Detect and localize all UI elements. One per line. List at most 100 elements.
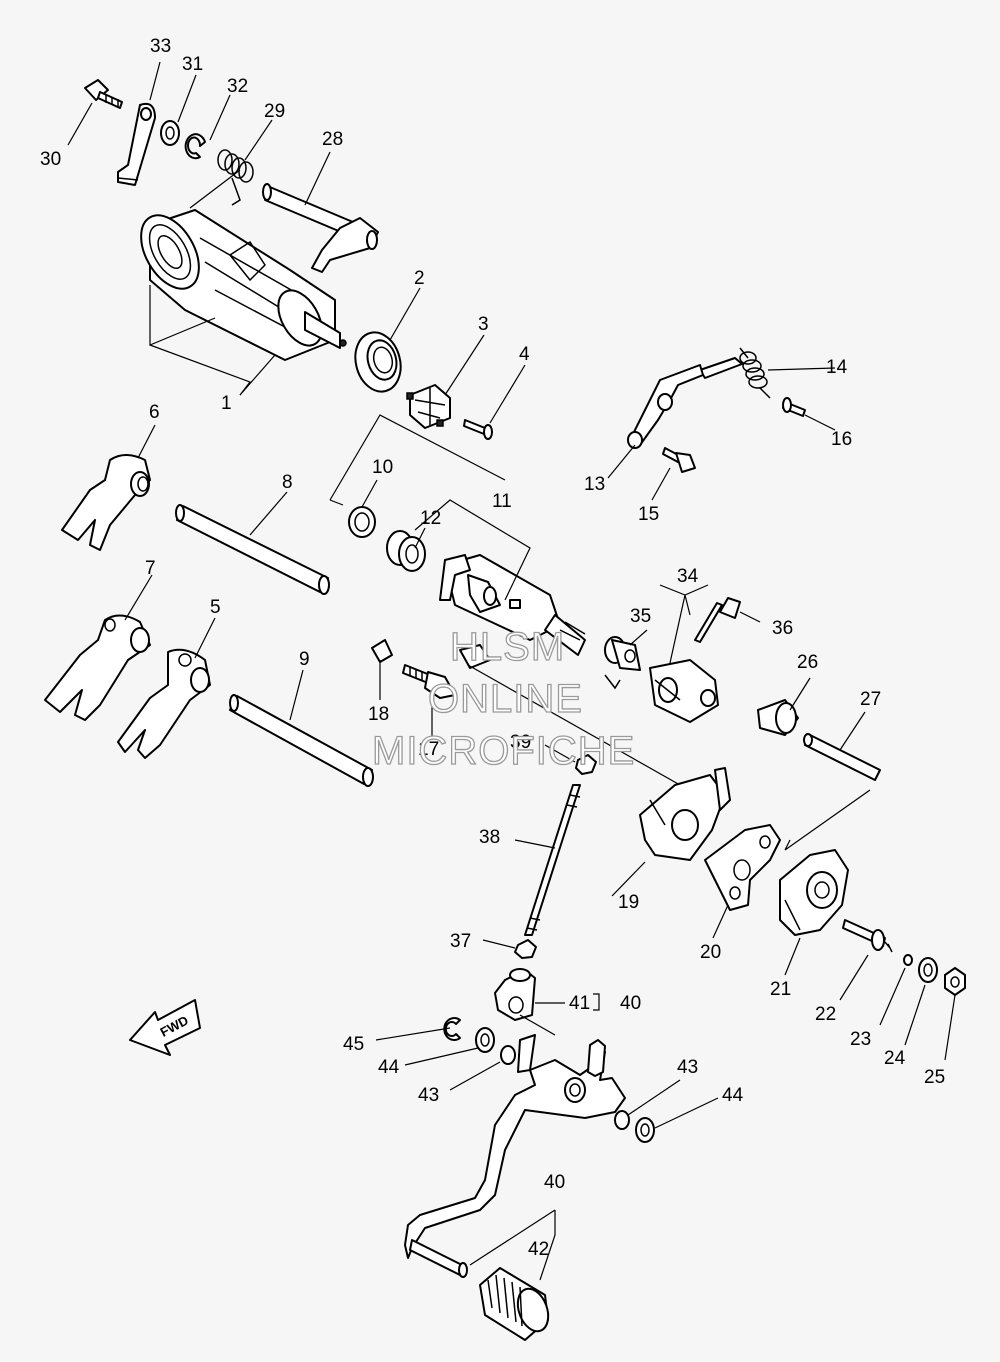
watermark: HLSM ONLINE MICROFICHE	[371, 624, 635, 773]
washer-44b	[635, 1117, 655, 1143]
callout-9: 9	[299, 649, 310, 670]
shift-guide-19	[639, 767, 731, 861]
watermark-line2: ONLINE	[428, 677, 583, 721]
bolt-22	[842, 919, 893, 953]
stopper-21	[779, 849, 849, 936]
shift-pedal-40	[404, 1014, 626, 1278]
callout-5: 5	[210, 597, 221, 618]
bolt-15	[662, 447, 696, 473]
bracket-41-40	[593, 993, 600, 1011]
shift-fork-7	[44, 614, 151, 721]
callout-21: 21	[770, 979, 791, 1000]
washer-44a	[475, 1027, 495, 1053]
callout-3: 3	[478, 314, 489, 335]
callout-33: 33	[150, 36, 171, 57]
callout-42: 42	[528, 1239, 549, 1260]
spring-14	[699, 347, 771, 399]
fwd-arrow-icon: FWD	[129, 999, 201, 1056]
callout-39: 39	[510, 732, 531, 753]
callout-44-left: 44	[378, 1057, 400, 1078]
callout-44-right: 44	[722, 1085, 744, 1106]
callout-29: 29	[264, 101, 285, 122]
callout-10: 10	[372, 457, 393, 478]
nut-25	[944, 967, 966, 996]
bracket-21-27	[784, 789, 871, 851]
callout-7: 7	[145, 558, 156, 579]
stopper-lever-13	[627, 364, 704, 449]
seal-43a	[500, 1045, 516, 1065]
shift-shaft-11	[439, 554, 681, 786]
bracket-11	[414, 499, 531, 601]
callout-37: 37	[450, 931, 471, 952]
callout-24: 24	[884, 1048, 906, 1069]
callout-2: 2	[414, 268, 425, 289]
callout-13: 13	[584, 474, 605, 495]
shift-fork-6	[61, 454, 151, 551]
nut-37	[514, 939, 537, 959]
callout-12: 12	[420, 508, 441, 529]
pin-16	[782, 397, 806, 417]
nut-39	[575, 754, 597, 775]
leader-lines	[67, 61, 956, 1129]
callout-18: 18	[368, 704, 389, 725]
pedal-rubber-42	[479, 1267, 550, 1341]
callout-35: 35	[630, 606, 651, 627]
washer-10	[348, 506, 376, 538]
callout-40-bottom: 40	[544, 1172, 565, 1193]
callout-23: 23	[850, 1029, 871, 1050]
callout-8: 8	[282, 472, 293, 493]
bracket-40-42	[469, 1209, 556, 1281]
circlip-45	[443, 1017, 461, 1041]
callout-43-right: 43	[677, 1057, 698, 1078]
callout-labels: 33 31 32 29 30 28 2 3 4 1 14 16 6 10 8 1…	[40, 36, 945, 1260]
callout-45: 45	[343, 1034, 364, 1055]
rod-end-41	[494, 968, 536, 1021]
callout-40-top: 40	[620, 993, 641, 1014]
callout-4: 4	[519, 344, 530, 365]
washer-31	[160, 120, 180, 146]
washer-23	[903, 954, 913, 966]
shift-rod-8	[175, 504, 330, 595]
callout-22: 22	[815, 1004, 836, 1025]
bracket-11-group	[329, 414, 506, 506]
callout-34: 34	[677, 566, 699, 587]
bracket-34	[659, 584, 709, 673]
shift-rod-38	[524, 784, 581, 936]
plate-20	[704, 824, 781, 911]
callout-20: 20	[700, 942, 721, 963]
stopper-lever	[117, 102, 156, 186]
pin-27	[803, 733, 881, 781]
callout-43-left: 43	[418, 1085, 439, 1106]
clip-18	[371, 639, 393, 663]
watermark-line3: MICROFICHE	[372, 729, 635, 773]
callout-15: 15	[638, 504, 659, 525]
seal-43b	[614, 1110, 630, 1130]
callout-1: 1	[221, 393, 232, 414]
bolt-36	[694, 597, 741, 643]
callout-36: 36	[772, 618, 793, 639]
shift-shaft-28	[262, 183, 379, 273]
bolt-30	[84, 79, 123, 109]
callout-41: 41	[569, 993, 590, 1014]
callout-16: 16	[831, 429, 852, 450]
washer-24	[918, 957, 938, 983]
callout-19: 19	[618, 892, 639, 913]
shift-drum	[140, 209, 347, 361]
circlip-32	[184, 133, 206, 160]
callout-17: 17	[418, 739, 439, 760]
shift-arm-34	[649, 659, 719, 723]
callout-30: 30	[40, 149, 61, 170]
callout-31: 31	[182, 54, 203, 75]
segment-screw	[463, 419, 493, 440]
callout-28: 28	[322, 129, 343, 150]
callout-6: 6	[149, 402, 160, 423]
callout-11: 11	[492, 491, 512, 512]
callout-38: 38	[479, 827, 500, 848]
spring-29	[217, 149, 254, 206]
collar-35	[604, 636, 641, 690]
callout-32: 32	[227, 76, 248, 97]
collar-26	[757, 699, 799, 736]
callout-25: 25	[924, 1067, 945, 1088]
callout-14: 14	[826, 357, 848, 378]
